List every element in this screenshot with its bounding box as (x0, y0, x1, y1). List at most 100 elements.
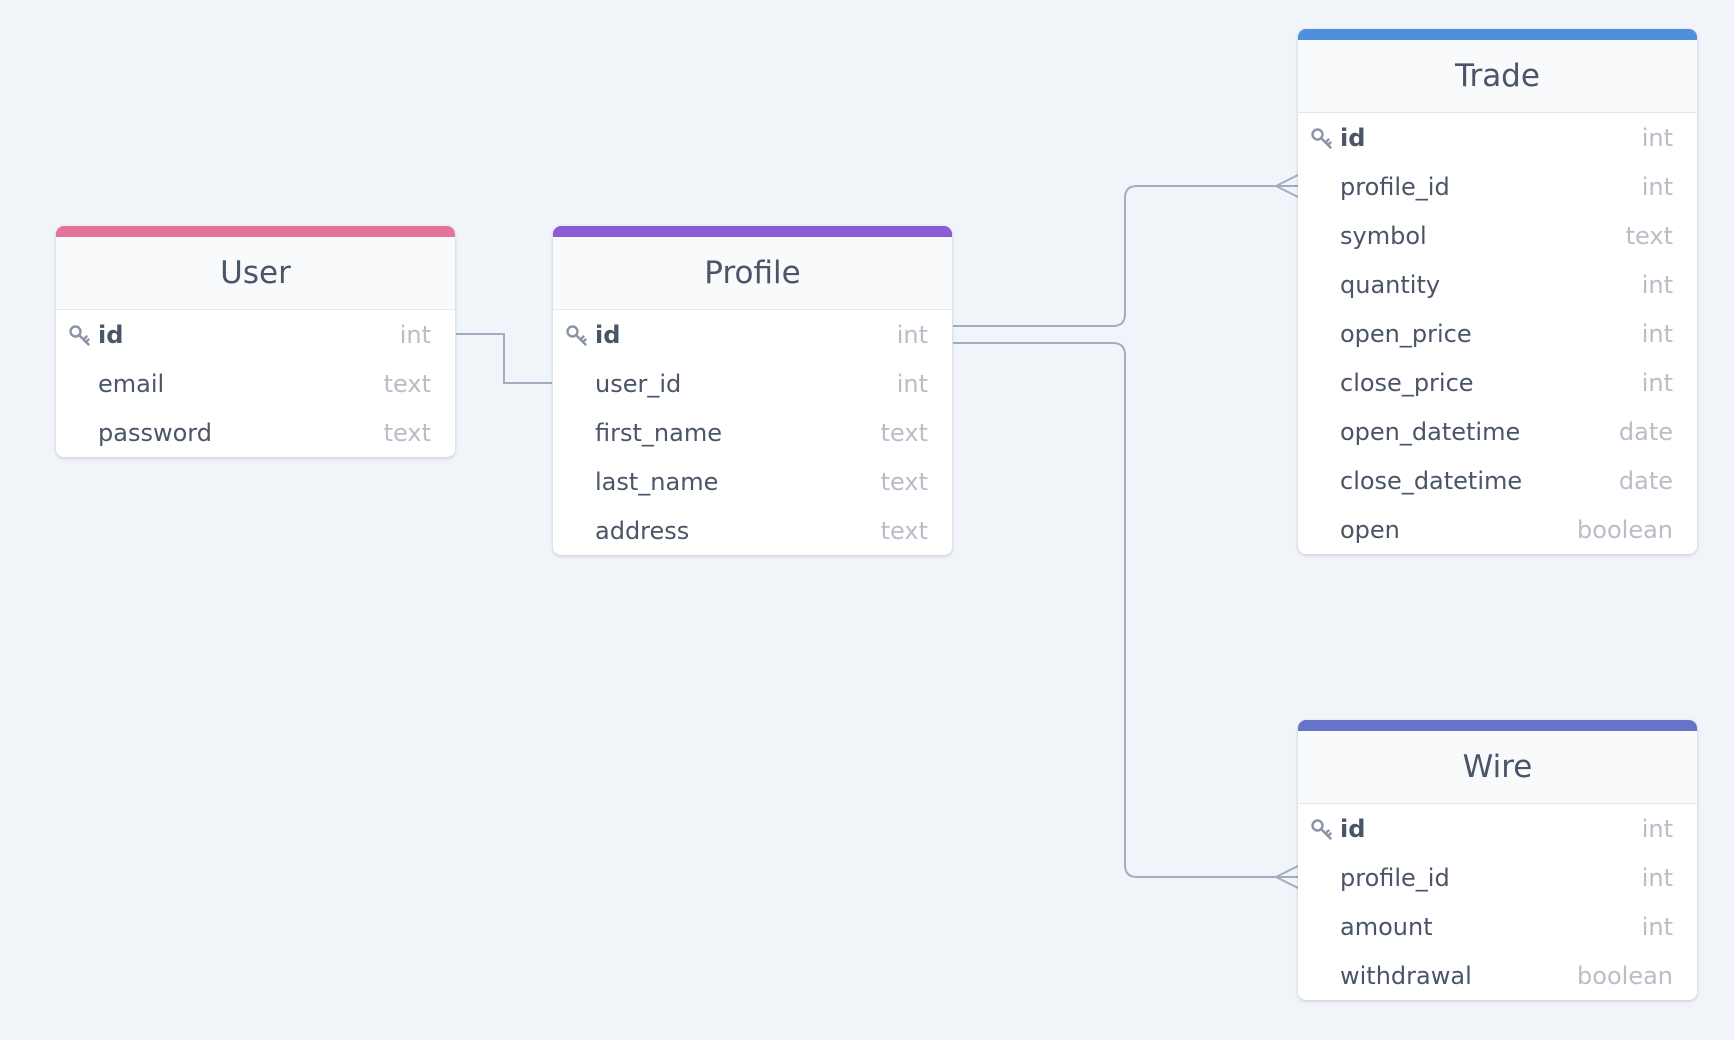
entity-user-header[interactable]: User (56, 226, 455, 310)
field-name: withdrawal (1340, 961, 1472, 990)
field-row-left: user_id (565, 370, 681, 398)
field-type: int (1641, 270, 1673, 299)
field-row-wire-profile-id[interactable]: profile_id int (1298, 853, 1697, 902)
field-row-wire-withdrawal[interactable]: withdrawal boolean (1298, 951, 1697, 1000)
field-row-trade-close-datetime[interactable]: close_datetime date (1298, 456, 1697, 505)
key-spacer (565, 519, 595, 543)
field-row-left: open_datetime (1310, 418, 1520, 446)
field-row-profile-id[interactable]: id int (553, 310, 952, 359)
key-spacer (1310, 866, 1340, 890)
key-spacer (1310, 273, 1340, 297)
crowsfoot-wire (1275, 865, 1299, 889)
field-type: date (1618, 466, 1673, 495)
field-row-left: id (1310, 815, 1365, 843)
field-name: profile_id (1340, 863, 1450, 892)
field-type: text (383, 418, 431, 447)
field-row-trade-profile-id[interactable]: profile_id int (1298, 162, 1697, 211)
field-row-trade-close-price[interactable]: close_price int (1298, 358, 1697, 407)
field-row-left: open_price (1310, 320, 1472, 348)
field-row-trade-open-datetime[interactable]: open_datetime date (1298, 407, 1697, 456)
entity-trade-header[interactable]: Trade (1298, 29, 1697, 113)
field-row-profile-user-id[interactable]: user_id int (553, 359, 952, 408)
field-name: close_price (1340, 368, 1474, 397)
entity-profile-header[interactable]: Profile (553, 226, 952, 310)
field-type: text (880, 467, 928, 496)
key-spacer (1310, 371, 1340, 395)
field-type: int (1641, 319, 1673, 348)
field-type: int (1641, 368, 1673, 397)
field-row-left: first_name (565, 419, 722, 447)
field-type: int (896, 369, 928, 398)
field-row-wire-id[interactable]: id int (1298, 804, 1697, 853)
field-row-left: close_price (1310, 369, 1474, 397)
key-spacer (68, 372, 98, 396)
field-row-trade-open-price[interactable]: open_price int (1298, 309, 1697, 358)
entity-profile-title: Profile (704, 255, 801, 291)
field-type: int (896, 320, 928, 349)
entity-trade-title: Trade (1455, 58, 1540, 94)
field-type: int (1641, 814, 1673, 843)
field-row-profile-last-name[interactable]: last_name text (553, 457, 952, 506)
field-row-left: password (68, 419, 212, 447)
field-row-wire-amount[interactable]: amount int (1298, 902, 1697, 951)
primary-key-icon (565, 323, 595, 347)
field-name: symbol (1340, 221, 1427, 250)
key-spacer (1310, 322, 1340, 346)
key-spacer (1310, 964, 1340, 988)
connector-profile-trade[interactable] (953, 185, 1298, 327)
field-name: last_name (595, 467, 719, 496)
key-spacer (1310, 420, 1340, 444)
field-name: close_datetime (1340, 466, 1523, 495)
field-row-left: symbol (1310, 222, 1427, 250)
field-row-left: withdrawal (1310, 962, 1472, 990)
field-row-left: id (1310, 124, 1365, 152)
field-type: int (1641, 912, 1673, 941)
field-name: open (1340, 515, 1400, 544)
field-type: int (1641, 863, 1673, 892)
key-spacer (1310, 224, 1340, 248)
field-row-trade-id[interactable]: id int (1298, 113, 1697, 162)
field-name: id (595, 320, 621, 349)
field-type: text (383, 369, 431, 398)
entity-wire-title: Wire (1462, 749, 1533, 785)
field-name: user_id (595, 369, 682, 398)
field-name: open_price (1340, 319, 1472, 348)
key-spacer (1310, 915, 1340, 939)
field-type: text (880, 418, 928, 447)
field-row-profile-first-name[interactable]: first_name text (553, 408, 952, 457)
field-type: int (1641, 123, 1673, 152)
field-row-left: open (1310, 516, 1400, 544)
entity-wire-header[interactable]: Wire (1298, 720, 1697, 804)
field-name: id (1340, 814, 1366, 843)
connector-user-profile[interactable] (456, 333, 552, 384)
field-row-left: profile_id (1310, 864, 1450, 892)
field-row-left: id (68, 321, 123, 349)
key-spacer (68, 421, 98, 445)
key-spacer (565, 372, 595, 396)
entity-user-title: User (220, 255, 291, 291)
field-row-left: address (565, 517, 689, 545)
field-row-user-password[interactable]: password text (56, 408, 455, 457)
field-name: profile_id (1340, 172, 1450, 201)
field-type: boolean (1577, 961, 1673, 990)
primary-key-icon (1310, 126, 1340, 150)
field-type: date (1618, 417, 1673, 446)
field-row-left: amount (1310, 913, 1433, 941)
connector-profile-wire[interactable] (953, 342, 1298, 878)
field-type: int (1641, 172, 1673, 201)
field-name: first_name (595, 418, 722, 447)
field-name: password (98, 418, 212, 447)
